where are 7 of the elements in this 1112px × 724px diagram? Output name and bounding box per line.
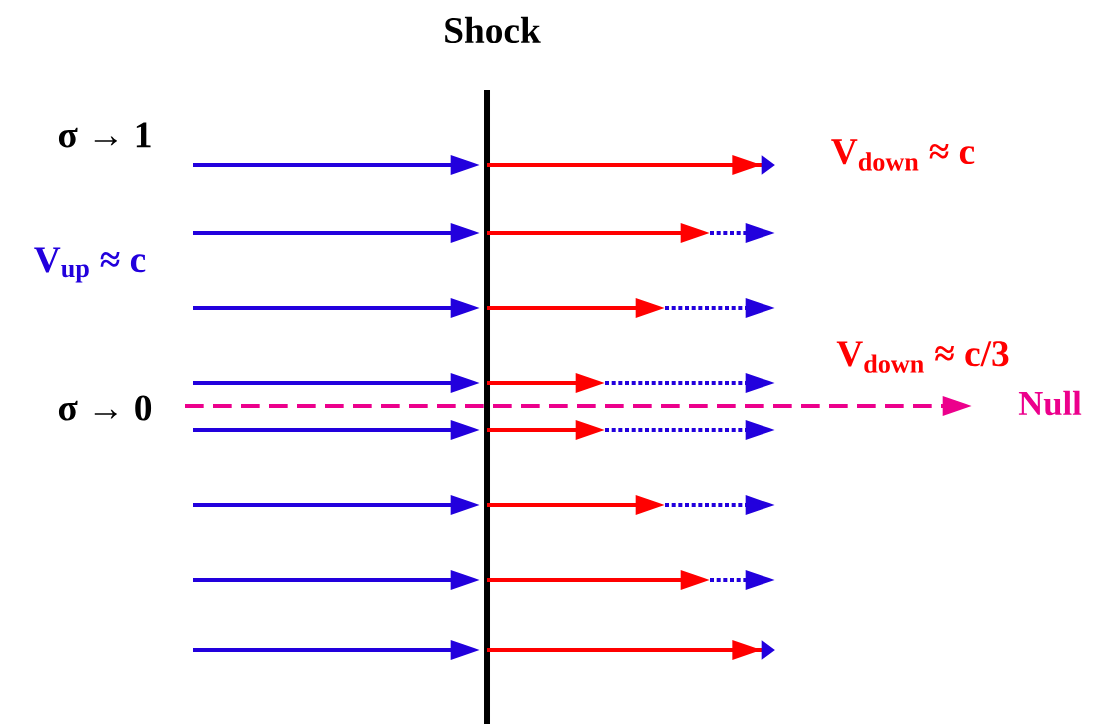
shock-label: Shock (445, 16, 541, 44)
sigma-label: σ → 0 (58, 395, 152, 421)
null-label: Null (1018, 390, 1082, 416)
velocity-label: V$_{down}$ ≈ c (831, 139, 975, 171)
velocity-label: V$_{up}$ ≈ c (34, 247, 146, 283)
sigma-label: σ → 1 (58, 122, 151, 148)
velocity-label: V$_{down}$ ≈ c/3 (836, 341, 1009, 373)
